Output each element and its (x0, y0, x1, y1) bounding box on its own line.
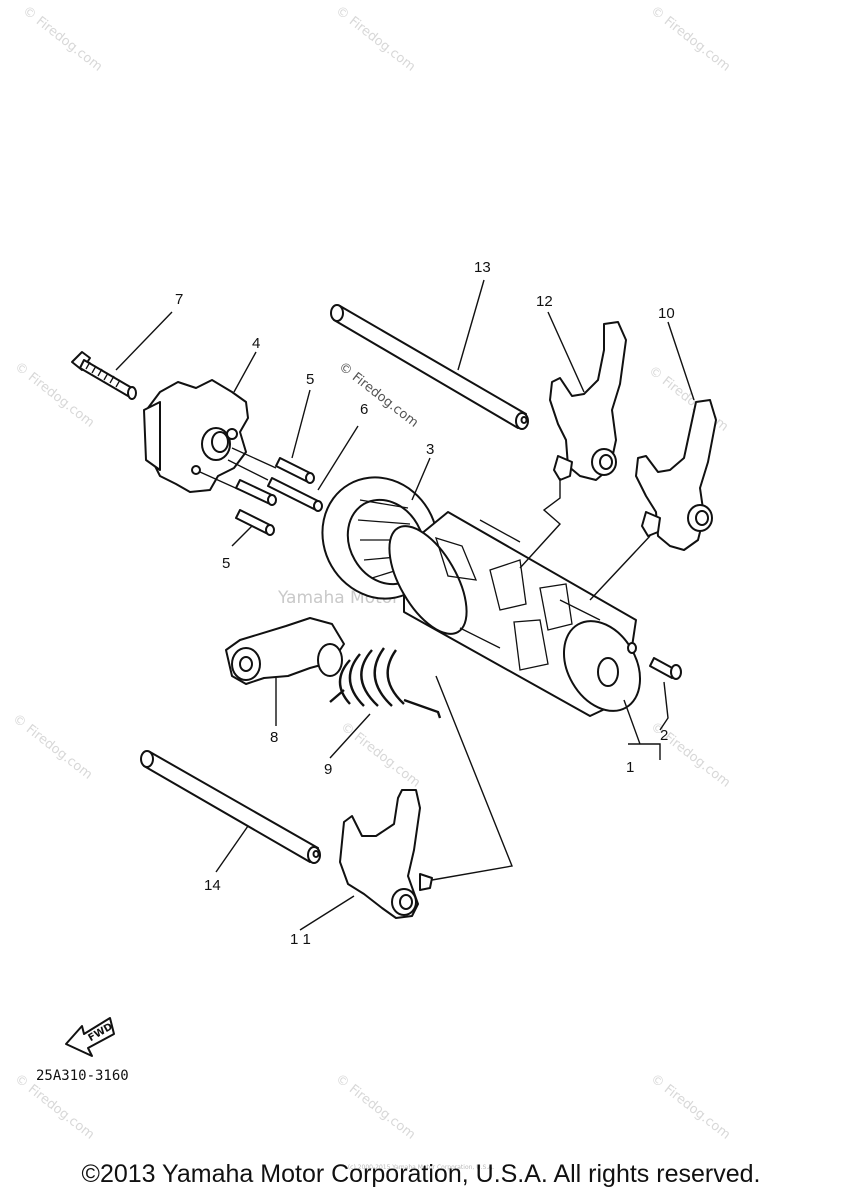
callout-13: 13 (474, 259, 491, 276)
callout-1: 1 (626, 759, 634, 776)
callout-5-bottom: 5 (222, 555, 230, 572)
part-13-guide-bar (330, 304, 529, 430)
watermark: © Firedog.com (646, 363, 731, 434)
watermark: © Firedog.com (648, 1071, 733, 1142)
callout-6: 6 (360, 401, 368, 418)
callout-8: 8 (270, 729, 278, 746)
part-5-6-pins (199, 447, 323, 536)
part-12-shift-fork (549, 321, 627, 481)
callout-2: 2 (660, 727, 668, 744)
copyright-notice: ©2013 Yamaha Motor Corporation, U.S.A. A… (81, 1160, 761, 1188)
callout-14: 14 (204, 877, 221, 894)
callout-9: 9 (324, 761, 332, 778)
callout-7: 7 (175, 291, 183, 308)
callout-5-top: 5 (306, 371, 314, 388)
part-8-stopper-lever (225, 617, 345, 685)
callout-labels: 7 4 5 6 3 13 12 10 5 8 9 2 1 14 1 1 (175, 259, 675, 948)
watermark: © Firedog.com (20, 3, 105, 74)
watermark: © Firedog.com (336, 359, 421, 430)
part-code: 25A310-3160 (36, 1068, 129, 1084)
leader-lines (115, 279, 695, 931)
callout-11: 1 1 (290, 931, 311, 948)
part-4-shift-cam-segment (143, 379, 249, 493)
callout-4: 4 (252, 335, 260, 352)
part-14-guide-bar (140, 750, 321, 864)
watermark: © Firedog.com (338, 719, 423, 790)
callout-10: 10 (658, 305, 675, 322)
tiny-credit: (c) 2000-2015 Yamaha Motor Corporation, … (347, 1164, 495, 1171)
watermark: © Firedog.com (648, 3, 733, 74)
part-2-pin (649, 657, 682, 680)
watermark: © Firedog.com (333, 1071, 418, 1142)
part-10-shift-fork (635, 399, 717, 551)
part-7-screw (71, 351, 137, 400)
part-11-shift-fork (339, 789, 433, 919)
watermark: © Firedog.com (10, 711, 95, 782)
part-1-shift-cam-drum (388, 511, 641, 717)
watermark: © Firedog.com (333, 3, 418, 74)
part-9-torsion-spring (329, 647, 442, 719)
fwd-arrow-icon: FWD (65, 1017, 115, 1057)
callout-3: 3 (426, 441, 434, 458)
callout-12: 12 (536, 293, 553, 310)
